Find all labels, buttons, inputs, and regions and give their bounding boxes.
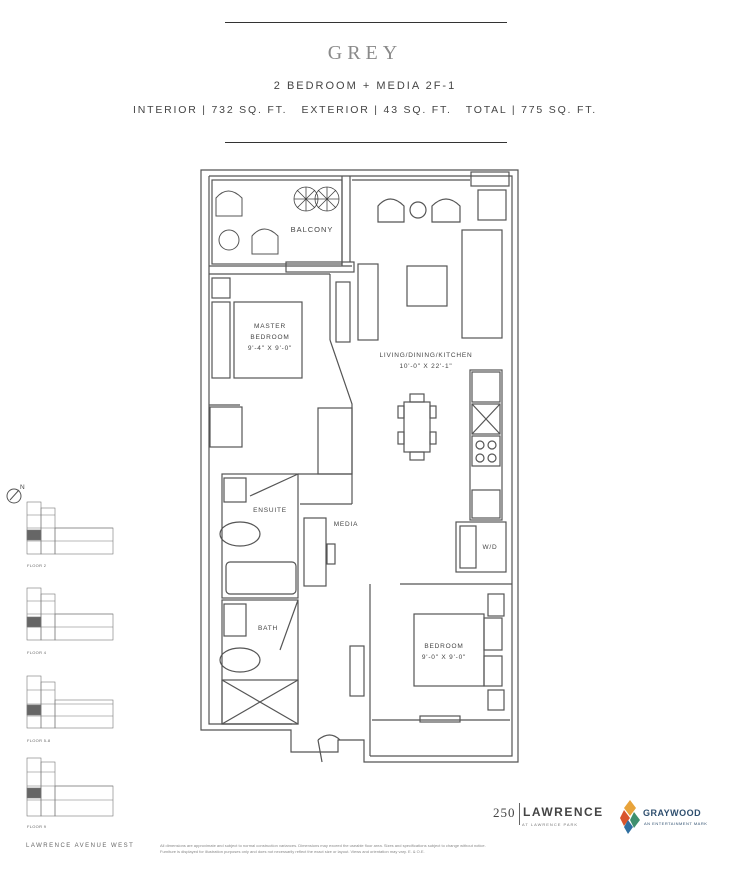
living-dim: 10'-0" X 22'-1" bbox=[399, 363, 452, 370]
key-plan-floor-4 bbox=[26, 587, 114, 641]
master-bed bbox=[233, 301, 303, 379]
key-plan-floor-9 bbox=[26, 757, 114, 817]
balcony-plants bbox=[293, 186, 340, 212]
media-label: MEDIA bbox=[334, 521, 359, 528]
building-logo: 250 bbox=[493, 805, 516, 821]
wd-closet bbox=[455, 521, 507, 573]
unit-title: GREY bbox=[327, 42, 403, 64]
top-rule bbox=[225, 22, 507, 23]
building-name: LAWRENCE bbox=[523, 805, 604, 819]
bedroom-bed bbox=[413, 613, 485, 687]
building-number: 250 bbox=[493, 805, 516, 820]
graywood-logo-icon bbox=[620, 800, 640, 834]
master-bedroom-label: MASTER bbox=[254, 323, 286, 330]
building-subtitle: AT LAWRENCE PARK bbox=[522, 822, 579, 827]
brand-separator bbox=[519, 803, 520, 825]
bedroom-dim: 9'-0" X 9'-0" bbox=[422, 654, 466, 661]
key-plan-floor-2 bbox=[26, 501, 114, 555]
key-plan-floor-5-8 bbox=[26, 675, 114, 729]
disclaimer-line-2: Furniture is displayed for illustration … bbox=[160, 849, 425, 854]
wd-label: W/D bbox=[482, 544, 497, 551]
developer-subtitle: AN ENTERTAINMENT MARK bbox=[644, 821, 708, 826]
street-label: LAWRENCE AVENUE WEST bbox=[26, 843, 135, 849]
exterior-wall bbox=[200, 169, 519, 763]
unit-areas: INTERIOR | 732 SQ. FT. EXTERIOR | 43 SQ.… bbox=[133, 104, 597, 116]
disclaimer: All dimensions are approximate and subje… bbox=[160, 843, 580, 855]
living-label: LIVING/DINING/KITCHEN bbox=[379, 352, 472, 359]
kitchen-counter bbox=[461, 229, 503, 339]
bedroom-label: BEDROOM bbox=[424, 643, 463, 650]
dining-table bbox=[403, 401, 431, 453]
ensuite-outline bbox=[221, 473, 299, 599]
key-plan-label-floor-4: FLOOR 4 bbox=[27, 650, 47, 655]
key-plan-label-floor-2: FLOOR 2 bbox=[27, 563, 47, 568]
compass-n: N bbox=[20, 484, 26, 491]
developer-name: GRAYWOOD bbox=[643, 808, 702, 818]
bath-label: BATH bbox=[258, 625, 278, 632]
disclaimer-line-1: All dimensions are approximate and subje… bbox=[160, 843, 486, 848]
compass-icon: N bbox=[6, 484, 26, 504]
balcony-outline bbox=[211, 179, 343, 265]
key-plan-label-floor-9: FLOOR 9 bbox=[27, 824, 47, 829]
bottom-rule bbox=[225, 142, 507, 143]
master-bedroom-label-2: BEDROOM bbox=[250, 334, 289, 341]
ensuite-label: ENSUITE bbox=[253, 507, 287, 514]
master-bedroom-dim: 9'-4" X 9'-0" bbox=[248, 345, 292, 352]
balcony-label: BALCONY bbox=[291, 225, 334, 234]
key-plan-label-floor-5-8: FLOOR 5-8 bbox=[27, 738, 51, 743]
unit-subtitle: 2 BEDROOM + MEDIA 2F-1 bbox=[273, 80, 457, 92]
